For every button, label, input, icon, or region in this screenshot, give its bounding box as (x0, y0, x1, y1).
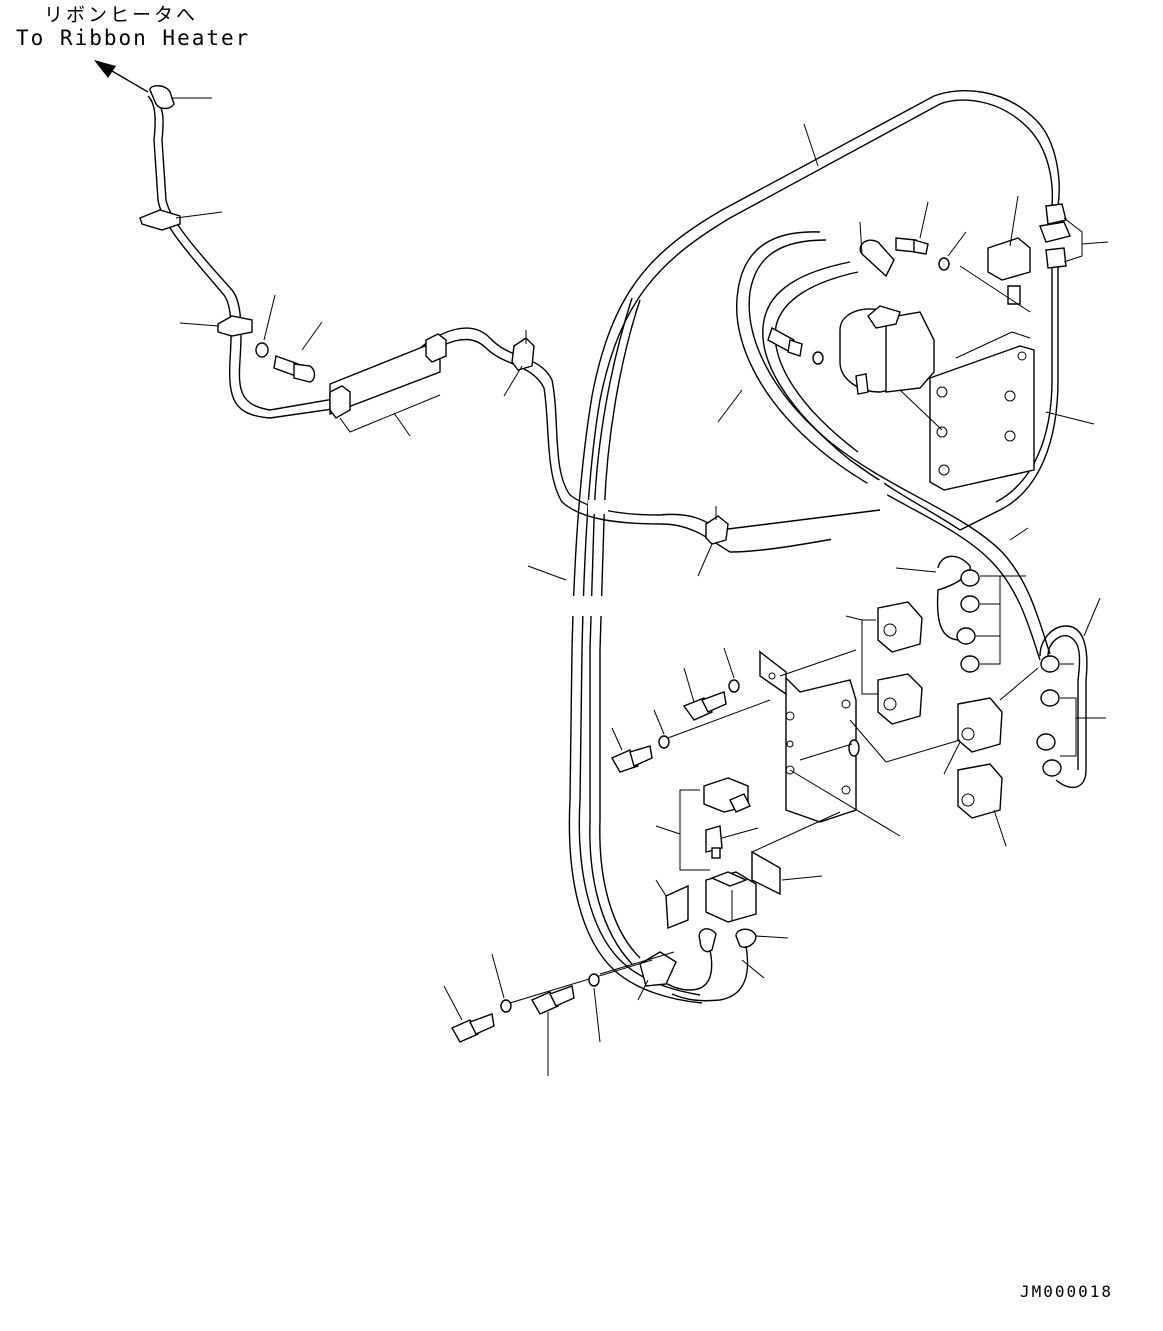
relay-assembly (767, 195, 1035, 491)
mounting-bracket (611, 647, 961, 837)
circuit-breaker-group (845, 555, 1106, 847)
drawing-code: JM000018 (1020, 1282, 1114, 1301)
harness-break-marks (568, 479, 888, 616)
destination-label-japanese: リボンヒータへ (44, 4, 199, 26)
relay-box (443, 777, 841, 1076)
direction-arrow (94, 60, 149, 93)
destination-label-english: To Ribbon Heater (16, 26, 251, 50)
main-loop-harness (527, 90, 1109, 1004)
ribbon-heater-harness (139, 85, 881, 577)
bolt (273, 321, 323, 383)
